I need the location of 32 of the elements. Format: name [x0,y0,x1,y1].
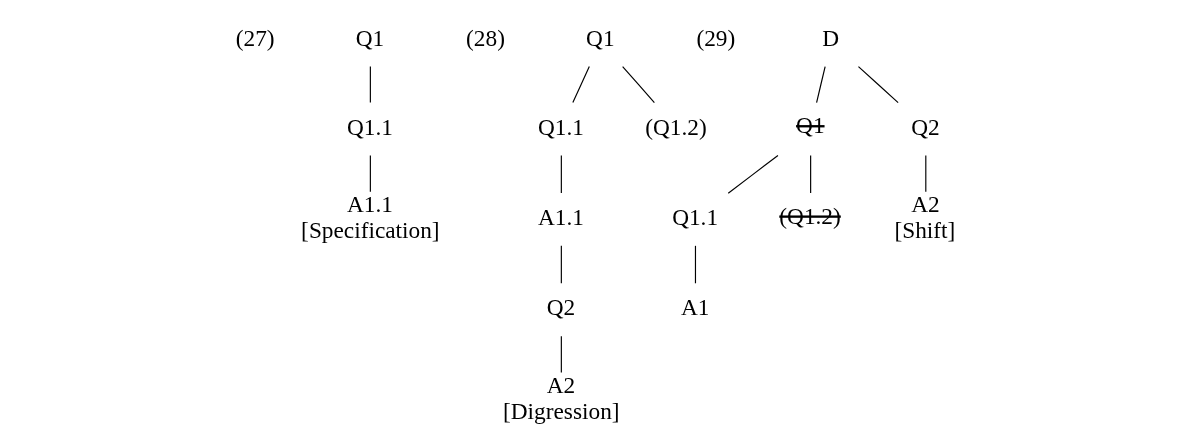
connector [815,66,826,104]
node-text: A1 [680,294,709,321]
node-text: A2 [Digression] [502,371,620,424]
node-text: Q1 [795,112,825,139]
connector [560,335,562,374]
node-text: Q2 [546,294,575,321]
node-text: Q2 [910,113,940,140]
connector [694,245,696,284]
connector [369,66,371,104]
connector [560,154,562,194]
connector [727,154,779,194]
connector [857,66,899,104]
connector [809,154,811,194]
connector [924,154,926,193]
connector [571,66,590,104]
node-text: (Q1.2) [644,113,707,140]
node-text: D [821,24,839,51]
node-text: A2 [Shift] [893,190,955,244]
node-text: Q1 [355,24,384,51]
connector [621,66,655,104]
label: (28) [465,24,505,51]
label: (29) [695,24,735,51]
node-text: Q1.1 [537,113,584,140]
connector [560,245,562,284]
node-text: A1.1 [Specification] [300,190,440,244]
node-text: (Q1.2) [778,202,841,229]
node-text: A1.1 [537,204,584,231]
node-text: Q1.1 [671,204,718,231]
node-text: Q1.1 [346,113,393,140]
connector [369,154,371,193]
node-text: Q1 [585,24,615,51]
label: (27) [235,24,275,51]
